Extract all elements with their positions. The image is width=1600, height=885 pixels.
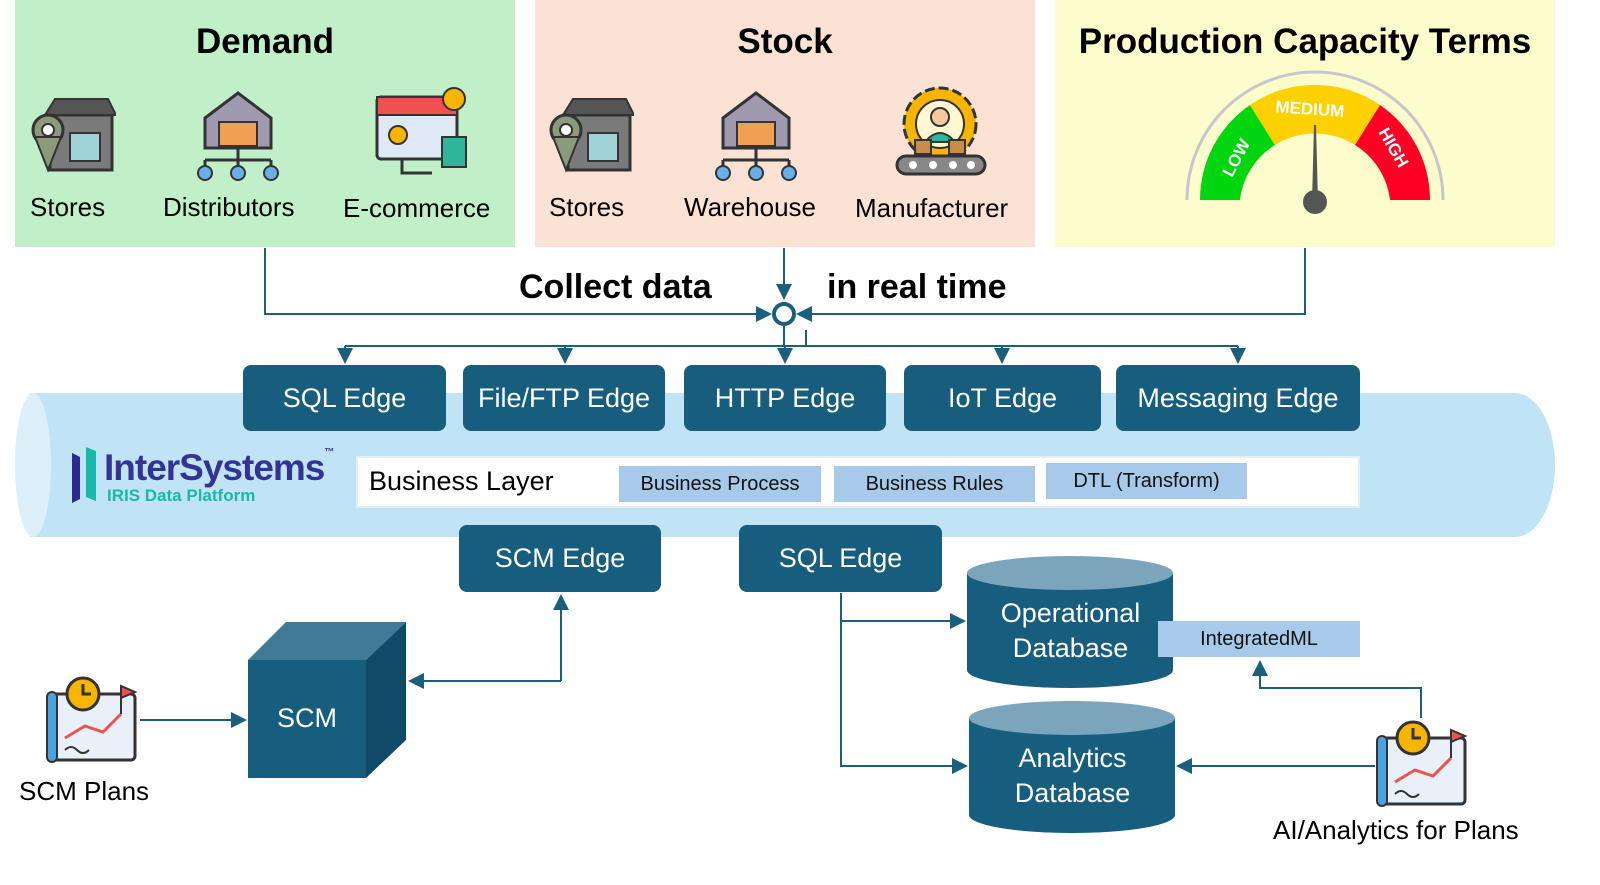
- distributor-warehouse-icon: [197, 91, 279, 181]
- operational-db-line1: Operational: [1000, 598, 1141, 628]
- ai-analytics-label: AI/Analytics for Plans: [1273, 815, 1519, 845]
- business-layer-label: Business Layer: [369, 466, 554, 496]
- iris-pipe-end: [15, 393, 51, 537]
- operational-db-line2: Database: [1012, 633, 1129, 663]
- logo-subtitle: IRIS Data Platform: [107, 486, 256, 505]
- integratedml-tag[interactable]: IntegratedML: [1158, 621, 1360, 657]
- stock-warehouse-label: Warehouse: [684, 192, 816, 222]
- file-ftp-edge-button[interactable]: File/FTP Edge: [463, 365, 665, 431]
- demand-stores-label: Stores: [30, 192, 106, 222]
- intersystems-logo: InterSystems™: [104, 447, 334, 489]
- analytics-database: [969, 701, 1175, 833]
- http-edge-button[interactable]: HTTP Edge: [684, 365, 886, 431]
- gauge-medium-label: MEDIUM: [1275, 97, 1345, 121]
- sql-edge-bottom-button[interactable]: SQL Edge: [739, 525, 942, 592]
- demand-distributors-label: Distributors: [163, 192, 295, 222]
- messaging-edge-button[interactable]: Messaging Edge: [1116, 365, 1360, 431]
- logo-tm: ™: [324, 447, 334, 458]
- real-time-label: in real time: [827, 268, 1007, 306]
- business-process-tag[interactable]: Business Process: [619, 466, 821, 502]
- scm-plans-label: SCM Plans: [19, 776, 150, 806]
- manufacturer-icon: [895, 86, 987, 176]
- logo-name: InterSystems: [104, 447, 325, 488]
- ecommerce-icon: [375, 87, 467, 175]
- capacity-title: Production Capacity Terms: [1078, 22, 1532, 61]
- store-icon: [31, 98, 116, 173]
- warehouse-icon: [715, 91, 797, 181]
- scm-label: SCM: [277, 703, 337, 733]
- analytics-db-line2: Database: [1014, 778, 1131, 808]
- demand-ecommerce-label: E-commerce: [343, 193, 491, 223]
- store-icon: [549, 98, 634, 173]
- operational-database: [967, 556, 1173, 688]
- intersystems-logo-icon: [72, 447, 96, 503]
- demand-title: Demand: [195, 22, 335, 61]
- analytics-db-line1: Analytics: [1018, 743, 1127, 773]
- scm-edge-button[interactable]: SCM Edge: [459, 525, 661, 592]
- iot-edge-button[interactable]: IoT Edge: [904, 365, 1101, 431]
- stock-manufacturer-label: Manufacturer: [855, 193, 1009, 223]
- scm-cube: [248, 622, 406, 778]
- stock-stores-label: Stores: [549, 192, 625, 222]
- scm-plans-icon: [46, 676, 138, 763]
- sql-edge-button[interactable]: SQL Edge: [243, 365, 446, 431]
- dtl-transform-tag[interactable]: DTL (Transform): [1046, 463, 1247, 499]
- collect-data-label: Collect data: [519, 268, 712, 306]
- ai-analytics-plans-icon: [1376, 720, 1468, 807]
- capacity-gauge: LOW MEDIUM HIGH: [1185, 70, 1445, 214]
- business-rules-tag[interactable]: Business Rules: [834, 466, 1035, 502]
- stock-title: Stock: [737, 22, 833, 61]
